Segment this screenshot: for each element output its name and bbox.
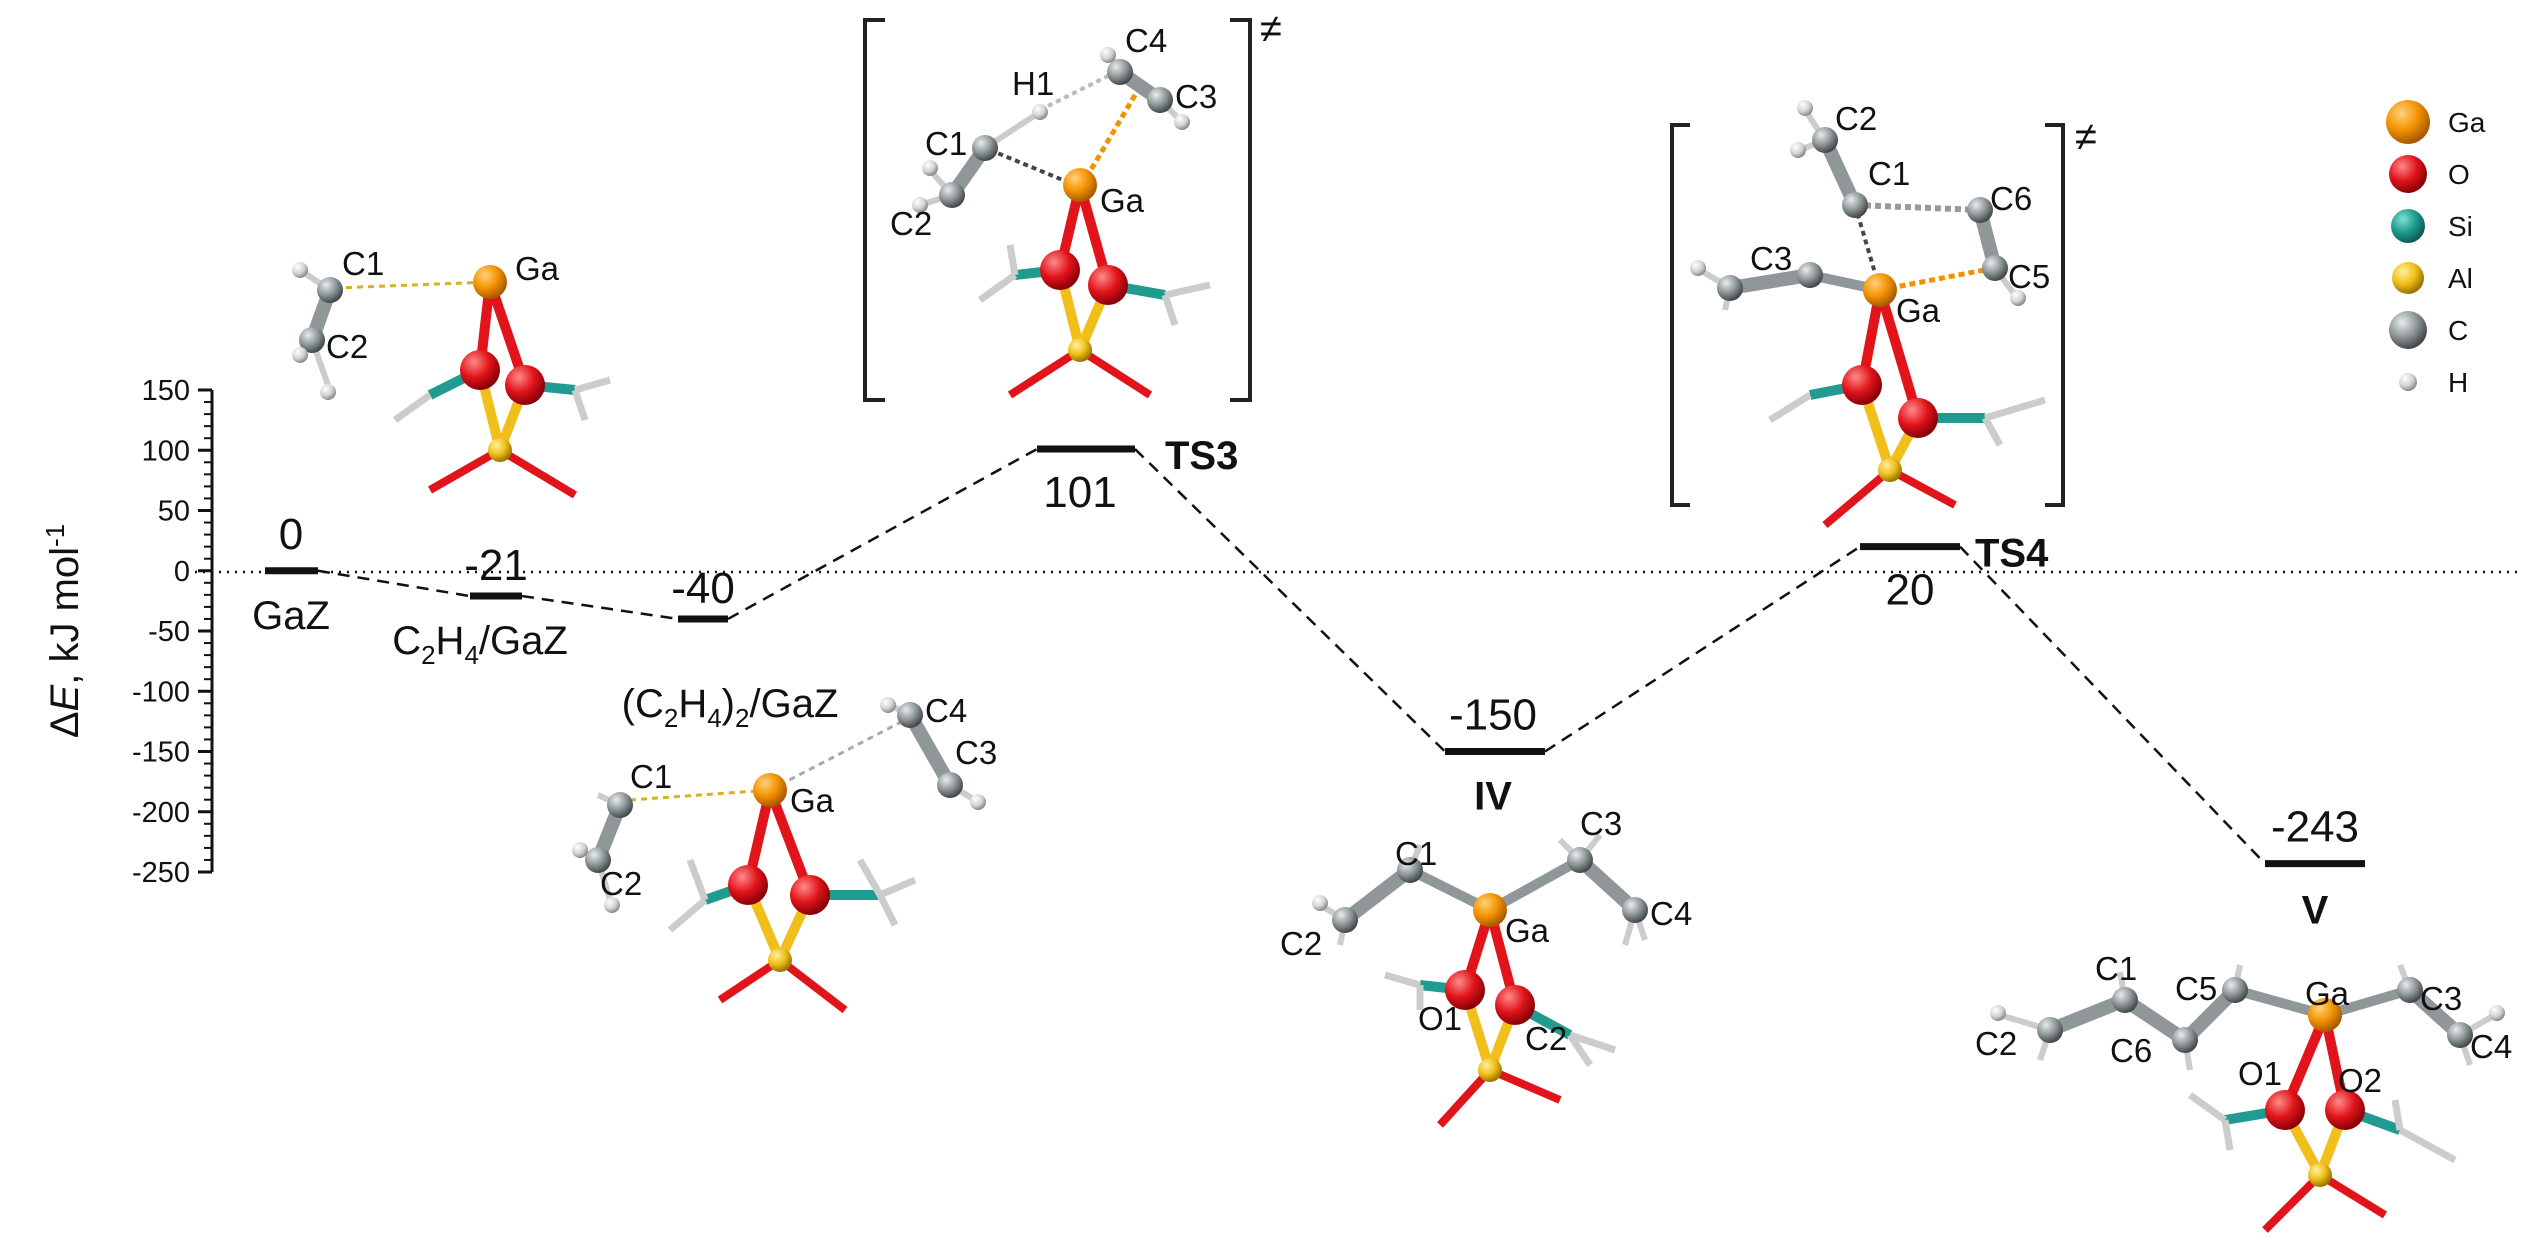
atom-label-ga: Ga: [2305, 975, 2350, 1012]
atom-label-o1: O1: [2238, 1055, 2282, 1092]
legend-swatch-al: [2392, 262, 2424, 294]
level-value-ts3: 101: [1043, 468, 1116, 517]
connector-iv-ts4: [1544, 545, 1861, 753]
atom-label-o2: O2: [2338, 1062, 2382, 1099]
legend-swatch-o: [2389, 155, 2427, 193]
atom-label-o1: O1: [1418, 1000, 1462, 1037]
atom-label-h1: H1: [1012, 65, 1054, 102]
level-name-c2h4x2: (C2H4)2/GaZ: [622, 682, 839, 733]
legend-label-o: O: [2448, 159, 2470, 190]
connector-gaz-c2h4: [317, 569, 471, 598]
pathway-connectors: [317, 447, 2266, 865]
legend-label-c: C: [2448, 315, 2468, 346]
atom-label-c3: C3: [2420, 980, 2462, 1017]
legend-label-al: Al: [2448, 263, 2473, 294]
y-tick-label: 0: [174, 556, 190, 588]
atom-label-c2: C2: [890, 205, 932, 242]
atom-label-c4: C4: [1650, 895, 1692, 932]
atom-label-c2-overlap: C2: [1525, 1020, 1567, 1057]
atom-label-c1: C1: [1395, 835, 1437, 872]
atom-label-c1: C1: [630, 758, 672, 795]
legend-swatch-ga: [2386, 100, 2430, 144]
atom-label-c2: C2: [1975, 1025, 2017, 1062]
atom-label-c3: C3: [1580, 805, 1622, 842]
y-tick-label: 50: [158, 496, 190, 528]
y-tick-label: -200: [132, 797, 190, 829]
connector-ts3-iv: [1134, 448, 1446, 753]
legend-label-si: Si: [2448, 211, 2473, 242]
atom-label-c3: C3: [955, 734, 997, 771]
structure-iv: C1 C2 C3 C4 Ga O1 C2: [1280, 805, 1692, 1128]
y-tick-label: -250: [132, 857, 190, 889]
legend-swatch-si: [2391, 209, 2425, 243]
structure-c2h4x2-gaz: C1 C2 Ga C4 C3: [572, 692, 997, 1014]
atom-label-c4: C4: [1125, 22, 1167, 59]
atom-label-c1: C1: [925, 125, 967, 162]
level-value-iv: -150: [1449, 691, 1537, 740]
transition-mark-ts4: ≠: [2075, 115, 2097, 159]
y-axis-label: ΔE, kJ mol-1: [40, 524, 87, 738]
atom-label-ga: Ga: [790, 782, 835, 819]
legend-label-ga: Ga: [2448, 107, 2486, 138]
atom-label-c6: C6: [1990, 180, 2032, 217]
y-tick-label: -150: [132, 737, 190, 769]
atom-label-c3: C3: [1175, 78, 1217, 115]
atom-label-c4: C4: [2470, 1028, 2512, 1065]
y-tick-label: -100: [132, 676, 190, 708]
legend-swatch-c: [2389, 311, 2427, 349]
atom-label-c1: C1: [342, 245, 384, 282]
atom-label-c5: C5: [2008, 258, 2050, 295]
structure-ts3: ≠ H1 C4 C3: [863, 7, 1282, 402]
level-name-c2h4: C2H4/GaZ: [392, 619, 568, 670]
atom-label-c2: C2: [326, 328, 368, 365]
transition-mark-ts3: ≠: [1260, 7, 1282, 51]
connector-c2h4x2-ts3: [727, 447, 1038, 621]
atom-label-ga: Ga: [515, 250, 560, 287]
level-value-c2h4: -21: [464, 541, 528, 590]
y-tick-label: 100: [142, 435, 190, 467]
structure-ts4: ≠ C2 C1: [1670, 100, 2097, 529]
atom-label-ga: Ga: [1100, 182, 1145, 219]
atom-label-ga: Ga: [1896, 292, 1941, 329]
level-name-iv: IV: [1474, 775, 1512, 819]
atom-label-c2: C2: [1835, 100, 1877, 137]
atom-label-c6: C6: [2110, 1032, 2152, 1069]
atom-label-c1: C1: [1868, 155, 1910, 192]
atom-label-c2: C2: [1280, 925, 1322, 962]
atom-label-ga: Ga: [1505, 912, 1550, 949]
connector-c2h4-c2h4x2: [521, 594, 679, 621]
y-tick-label: 150: [142, 375, 190, 407]
structure-v: C1 C2 C5 C6 Ga C3 C4 O1 O2: [1975, 950, 2512, 1233]
level-name-ts4: TS4: [1975, 532, 2049, 576]
y-tick-label: -50: [148, 616, 190, 648]
level-name-ts3: TS3: [1165, 434, 1238, 478]
connector-ts4-v: [1959, 545, 2266, 865]
level-value-gaz: 0: [279, 510, 303, 559]
atom-label-c2: C2: [600, 865, 642, 902]
level-value-ts4: 20: [1886, 566, 1935, 615]
y-axis: 150 100 50 0 -50 -100 -150 -200 -250 ΔE, kJ mol-1: [40, 375, 214, 889]
structure-c2h4-gaz: C1 C2 Ga: [292, 245, 611, 499]
level-name-v: V: [2302, 889, 2329, 933]
atom-label-c3: C3: [1750, 240, 1792, 277]
level-name-gaz: GaZ: [252, 594, 330, 638]
atom-label-c5: C5: [2175, 970, 2217, 1007]
level-value-c2h4x2: -40: [671, 564, 735, 613]
atom-label-c4: C4: [925, 692, 967, 729]
legend-label-h: H: [2448, 367, 2468, 398]
atom-label-c1: C1: [2095, 950, 2137, 987]
legend-swatch-h: [2399, 373, 2417, 391]
level-value-v: -243: [2271, 803, 2359, 852]
